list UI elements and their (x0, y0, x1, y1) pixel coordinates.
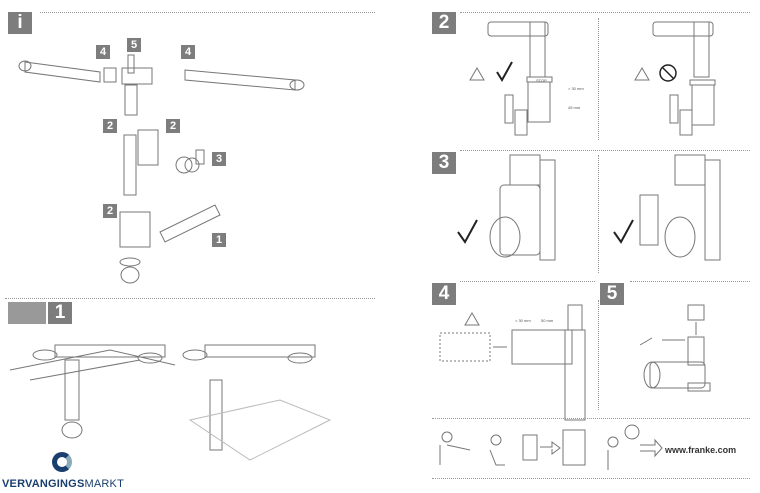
step-5-badge: 5 (600, 283, 624, 305)
stop-label: STOP (536, 78, 547, 83)
divider (460, 150, 750, 151)
dimension-label: > 30 mm (515, 318, 531, 323)
step5-drawing (639, 304, 711, 392)
part-label: 4 (96, 45, 110, 59)
part-label: 2 (103, 204, 117, 218)
dimension-label: > 30 mm (568, 86, 584, 91)
divider (432, 418, 750, 419)
watermark-logo-icon (52, 452, 72, 472)
step-2-badge: 2 (432, 12, 456, 34)
logo-light: MARKT (84, 478, 124, 490)
divider (5, 298, 375, 299)
part-label: 5 (127, 38, 141, 52)
step-3-badge: 3 (432, 152, 456, 174)
divider (40, 12, 375, 13)
divider (460, 281, 595, 282)
logo-bold: VERVANGINGS (2, 478, 85, 490)
part-label: 3 (212, 152, 226, 166)
divider (432, 478, 750, 479)
step1-drawing (9, 344, 332, 461)
step-4-badge: 4 (432, 283, 456, 305)
step-1-badge: 1 (48, 302, 72, 324)
part-label: 2 (166, 119, 180, 133)
part-label: 4 (181, 45, 195, 59)
step4-drawing (439, 304, 586, 421)
website-link[interactable]: www.franke.com (665, 445, 737, 455)
dimension-label: 45 mm (568, 105, 581, 110)
dimension-label: 50 mm (541, 318, 554, 323)
info-badge: i (8, 12, 32, 34)
exploded-view-drawing (18, 54, 305, 284)
step3-drawing (457, 154, 721, 261)
divider (630, 281, 750, 282)
part-label: 1 (212, 233, 226, 247)
divider (598, 18, 599, 140)
part-label: 2 (103, 119, 117, 133)
step2-drawing (469, 21, 716, 136)
footer-pictograms (439, 424, 663, 470)
divider (598, 155, 599, 273)
tools-icon (8, 302, 46, 324)
watermark-logo: VERVANGINGSMARKT (2, 478, 124, 490)
divider (460, 12, 750, 13)
divider (598, 300, 599, 410)
